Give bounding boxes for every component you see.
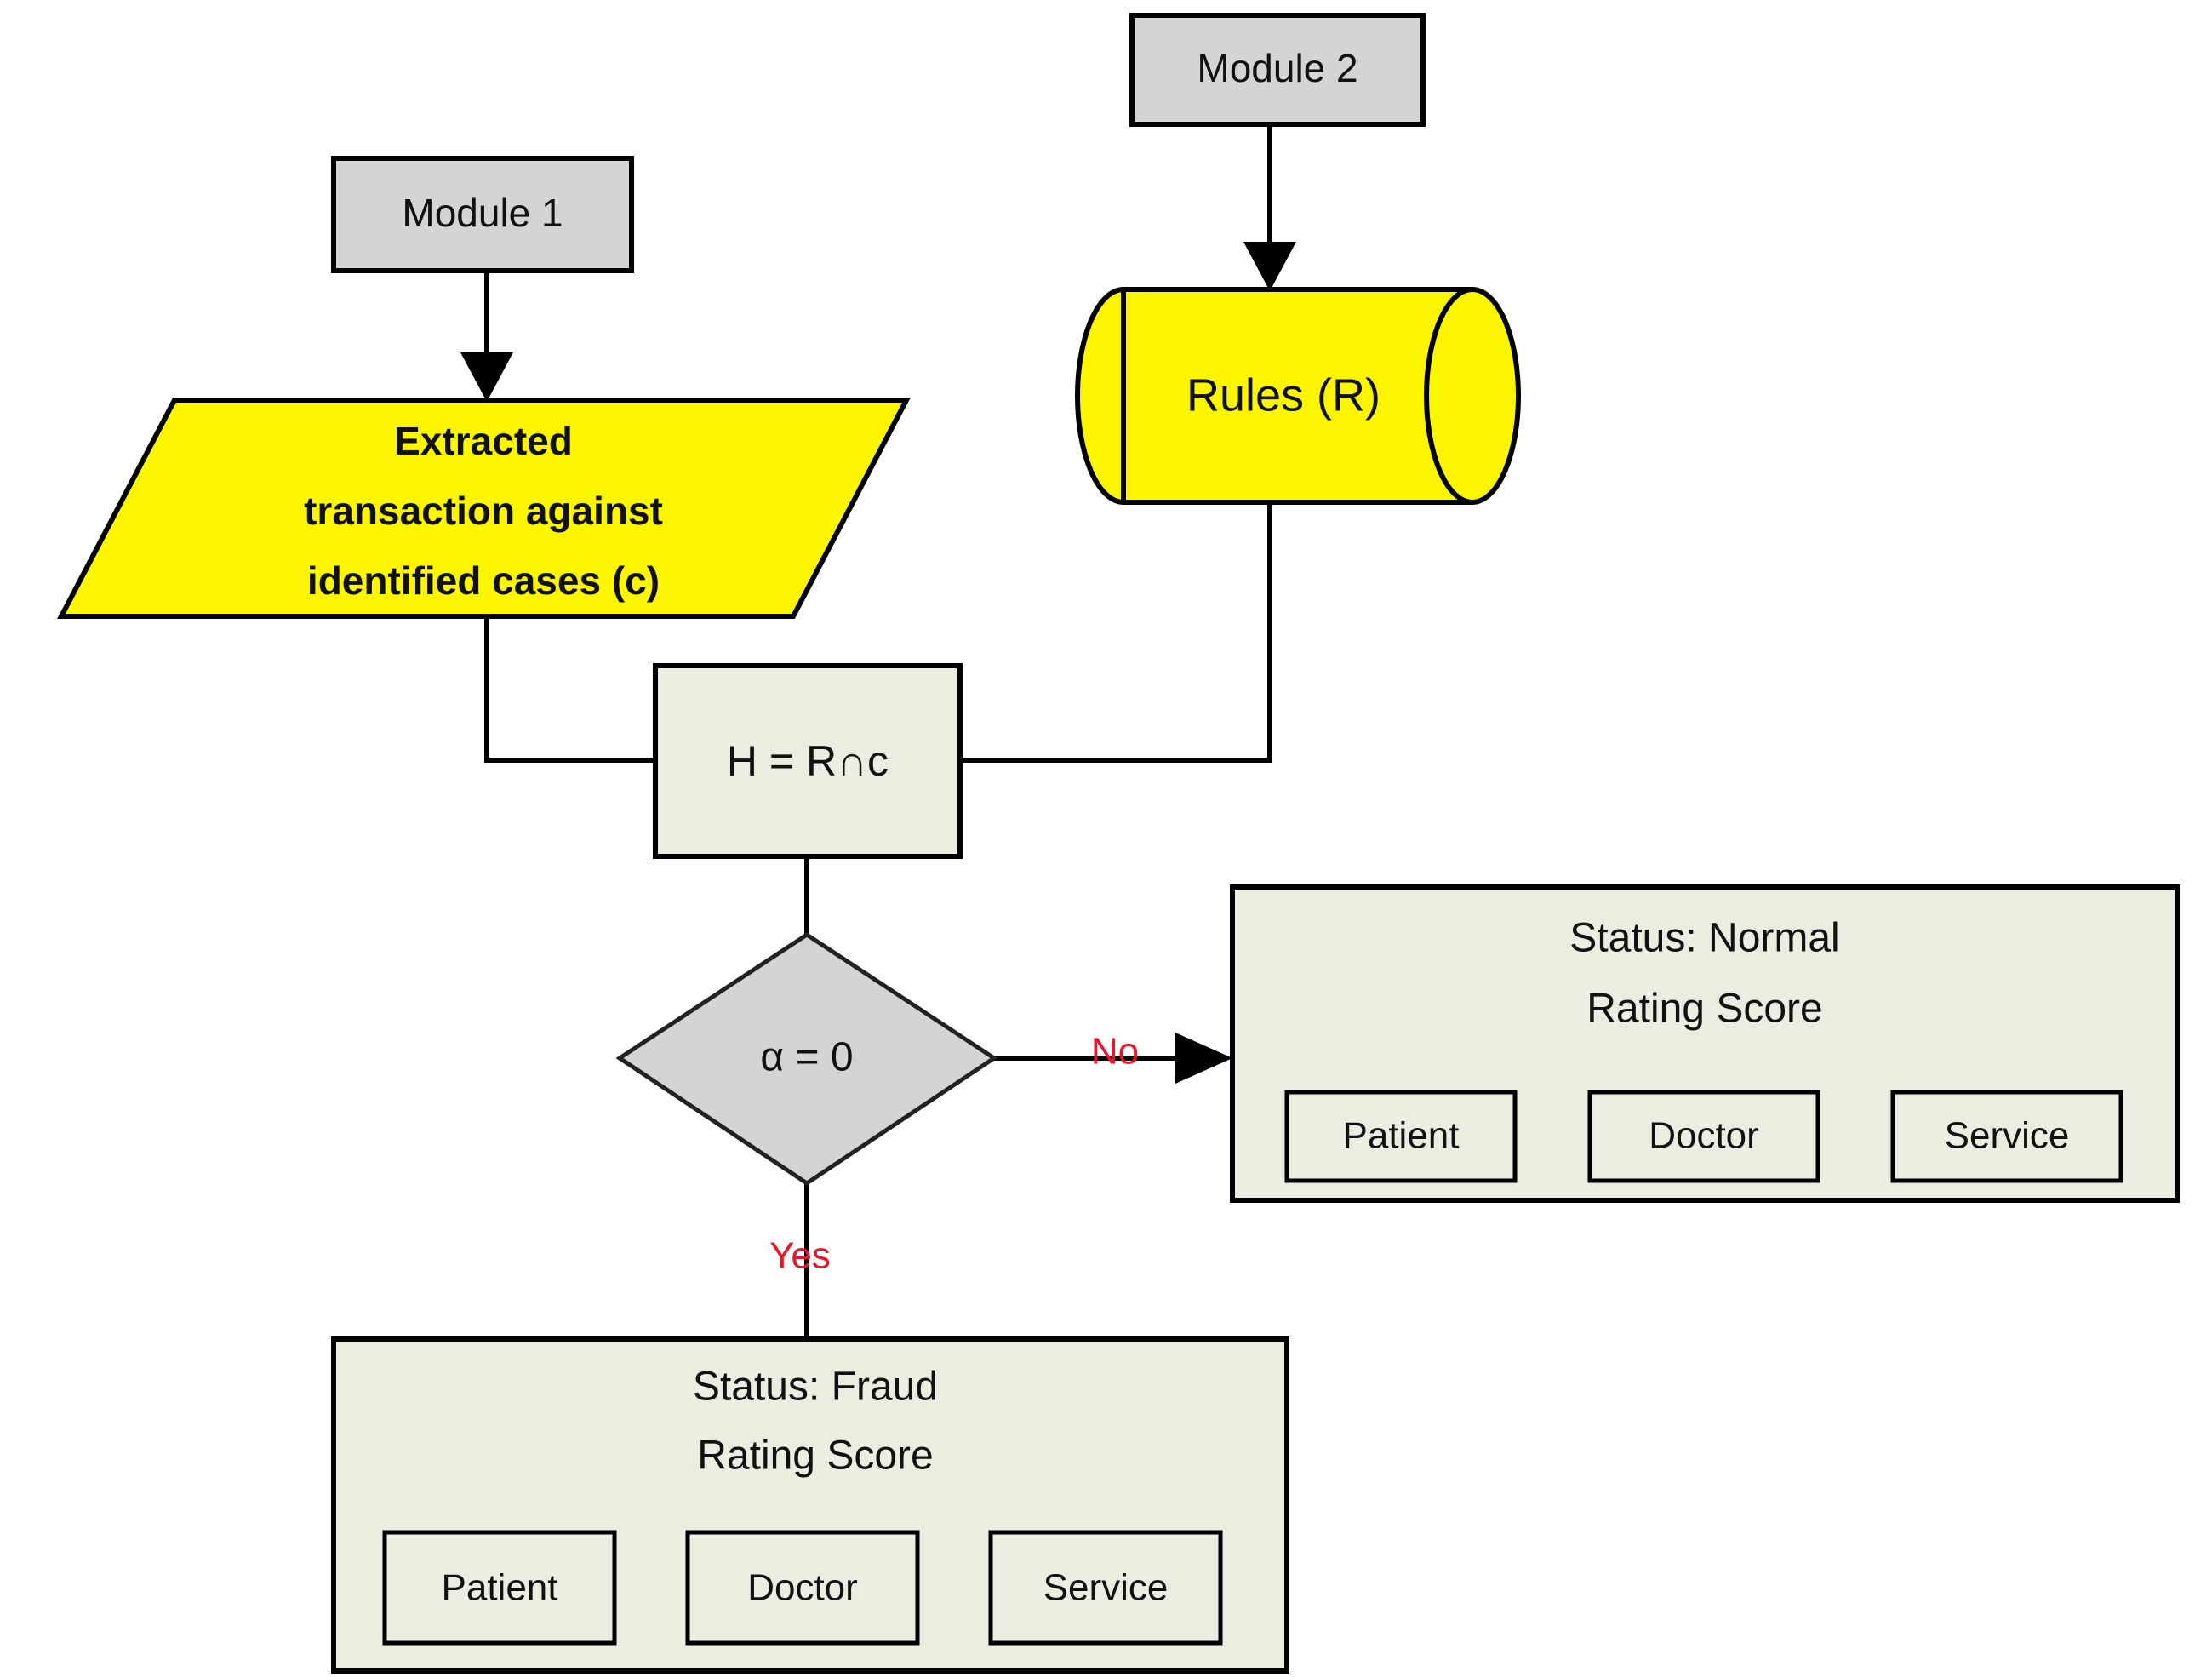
normal-chip-service[interactable]: Service: [1890, 1090, 2123, 1183]
normal-score-line: Rating Score: [1586, 987, 1822, 1032]
rules-label: Rules (R): [1186, 369, 1380, 421]
normal-chip-patient[interactable]: Patient: [1284, 1090, 1518, 1183]
connector-rules-to-intersection: [960, 502, 1272, 763]
node-rules-database[interactable]: Rules (R): [1075, 286, 1521, 506]
normal-chip-doctor-label: Doctor: [1649, 1115, 1759, 1157]
extracted-line-1: Extracted: [394, 419, 573, 463]
node-extracted-transaction[interactable]: Extracted transaction against identified…: [57, 398, 911, 619]
panel-status-fraud[interactable]: Status: Fraud Rating Score Patient Docto…: [331, 1336, 1289, 1674]
module1-label: Module 1: [402, 191, 563, 235]
extracted-line-2: transaction against: [304, 489, 663, 533]
node-decision-alpha[interactable]: α = 0: [615, 932, 998, 1187]
fraud-chip-doctor[interactable]: Doctor: [685, 1530, 920, 1646]
connector-module1-to-extracted: [460, 268, 513, 402]
fraud-score-line: Rating Score: [697, 1434, 933, 1479]
connector-module2-to-rules: [1243, 123, 1296, 291]
normal-status-line: Status: Normal: [1569, 916, 1839, 961]
fraud-chip-service-label: Service: [1043, 1567, 1169, 1609]
decision-label: α = 0: [760, 1035, 853, 1080]
connector-extracted-to-intersection: [484, 616, 655, 763]
intersection-label: H = R∩c: [727, 737, 889, 785]
fraud-chip-patient-label: Patient: [442, 1567, 558, 1609]
node-intersection[interactable]: H = R∩c: [653, 663, 963, 859]
normal-chip-patient-label: Patient: [1343, 1115, 1460, 1157]
arrowhead-down-icon: [1243, 242, 1296, 291]
node-module2[interactable]: Module 2: [1129, 13, 1426, 127]
normal-chip-service-label: Service: [1945, 1115, 2070, 1157]
arrowhead-right-icon: [1175, 1033, 1232, 1084]
module2-label: Module 2: [1197, 46, 1357, 90]
connector-decision-no-to-normal-panel: [994, 1033, 1232, 1084]
normal-chip-doctor[interactable]: Doctor: [1587, 1090, 1820, 1183]
fraud-status-line: Status: Fraud: [693, 1365, 938, 1410]
fraud-chip-service[interactable]: Service: [988, 1530, 1223, 1646]
branch-label-yes: Yes: [769, 1235, 831, 1277]
fraud-chip-patient[interactable]: Patient: [382, 1530, 617, 1646]
branch-label-no: No: [1091, 1031, 1139, 1073]
panel-status-normal[interactable]: Status: Normal Rating Score Patient Doct…: [1230, 884, 2180, 1203]
node-module1[interactable]: Module 1: [331, 156, 634, 273]
extracted-line-3: identified cases (c): [307, 558, 660, 603]
arrowhead-down-icon: [460, 352, 513, 402]
fraud-chip-doctor-label: Doctor: [747, 1567, 858, 1609]
